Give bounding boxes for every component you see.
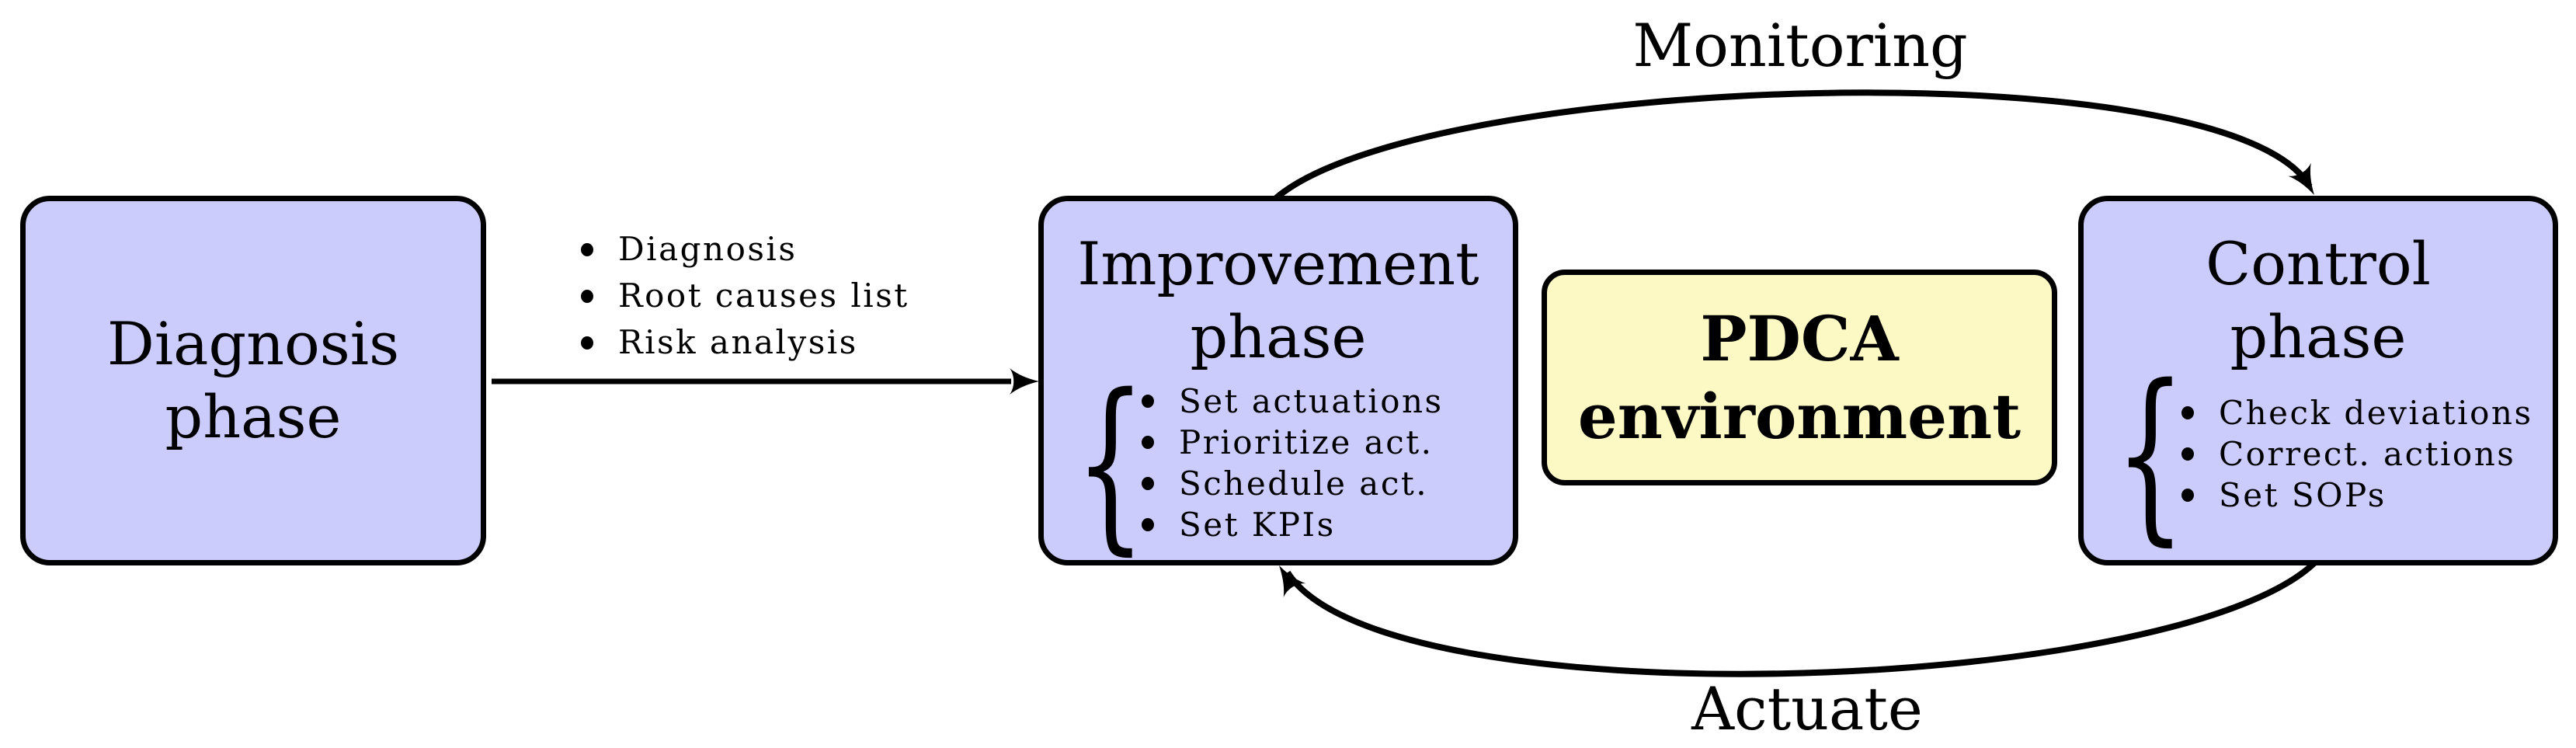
list-item-label: Root causes list bbox=[618, 277, 909, 315]
improvement-activities: { Set actuations Prioritize act. Schedul… bbox=[1044, 354, 1513, 572]
diagnosis-outputs-list: Diagnosis Root causes list Risk analysis bbox=[581, 226, 909, 366]
control-activities-list: Check deviations Correct. actions Set SO… bbox=[2181, 392, 2533, 516]
list-item-label: Set KPIs bbox=[1179, 506, 1336, 544]
monitoring-arc bbox=[1274, 89, 2313, 201]
list-item-label: Check deviations bbox=[2219, 393, 2533, 432]
bullet-icon bbox=[1142, 477, 1154, 490]
pdca-environment-node: PDCA environment bbox=[1542, 270, 2057, 485]
pdca-title-line1: PDCA bbox=[1700, 302, 1899, 375]
control-phase-title: Control phase bbox=[2084, 228, 2553, 374]
list-item: Diagnosis bbox=[581, 226, 909, 273]
improvement-activities-list: Set actuations Prioritize act. Schedule … bbox=[1142, 381, 1444, 545]
control-title-line1: Control bbox=[2206, 229, 2431, 298]
list-item: Root causes list bbox=[581, 273, 909, 319]
list-item-label: Risk analysis bbox=[618, 323, 858, 361]
diagnosis-title-line1: Diagnosis bbox=[106, 309, 400, 378]
control-title-line2: phase bbox=[2230, 302, 2407, 371]
control-phase-node: Control phase { Check deviations Correct… bbox=[2078, 196, 2558, 565]
pdca-title-line2: environment bbox=[1577, 380, 2022, 453]
list-item: Risk analysis bbox=[581, 319, 909, 366]
diagnosis-title-line2: phase bbox=[165, 382, 342, 451]
improvement-title-line2: phase bbox=[1190, 302, 1367, 371]
diagnosis-phase-title: Diagnosis phase bbox=[26, 308, 481, 454]
improvement-title-line1: Improvement bbox=[1077, 229, 1479, 298]
list-item: Prioritize act. bbox=[1142, 422, 1444, 463]
list-item: Set SOPs bbox=[2181, 475, 2533, 516]
control-activities: { Check deviations Correct. actions Set … bbox=[2084, 345, 2553, 562]
list-item: Correct. actions bbox=[2181, 433, 2533, 475]
bullet-icon bbox=[2181, 405, 2194, 419]
bullet-icon bbox=[1142, 436, 1154, 449]
list-item: Check deviations bbox=[2181, 392, 2533, 433]
list-item-label: Set SOPs bbox=[2219, 475, 2387, 514]
bullet-icon bbox=[581, 242, 593, 256]
bullet-icon bbox=[581, 289, 593, 303]
list-item-label: Correct. actions bbox=[2219, 434, 2516, 473]
actuate-arc bbox=[1285, 561, 2317, 677]
bullet-icon bbox=[1142, 395, 1154, 408]
left-curly-brace-icon: { bbox=[1075, 354, 1146, 572]
bullet-icon bbox=[2181, 488, 2194, 502]
improvement-phase-title: Improvement phase bbox=[1044, 228, 1513, 374]
list-item-label: Set actuations bbox=[1179, 382, 1444, 420]
pdca-environment-title: PDCA environment bbox=[1547, 300, 2052, 455]
list-item-label: Diagnosis bbox=[618, 230, 798, 268]
list-item: Schedule act. bbox=[1142, 463, 1444, 504]
diagnosis-to-improvement-arrowhead bbox=[1010, 368, 1039, 395]
improvement-phase-node: Improvement phase { Set actuations Prior… bbox=[1038, 196, 1518, 565]
bullet-icon bbox=[1142, 518, 1154, 531]
diagnosis-phase-node: Diagnosis phase bbox=[20, 196, 486, 565]
list-item-label: Prioritize act. bbox=[1179, 423, 1434, 461]
bullet-icon bbox=[2181, 447, 2194, 461]
monitoring-edge-label: Monitoring bbox=[1632, 11, 1968, 80]
list-item: Set actuations bbox=[1142, 381, 1444, 422]
bullet-icon bbox=[581, 336, 593, 350]
left-curly-brace-icon: { bbox=[2115, 345, 2186, 562]
list-item-label: Schedule act. bbox=[1179, 464, 1429, 503]
list-item: Set KPIs bbox=[1142, 504, 1444, 545]
actuate-edge-label: Actuate bbox=[1691, 674, 1923, 743]
